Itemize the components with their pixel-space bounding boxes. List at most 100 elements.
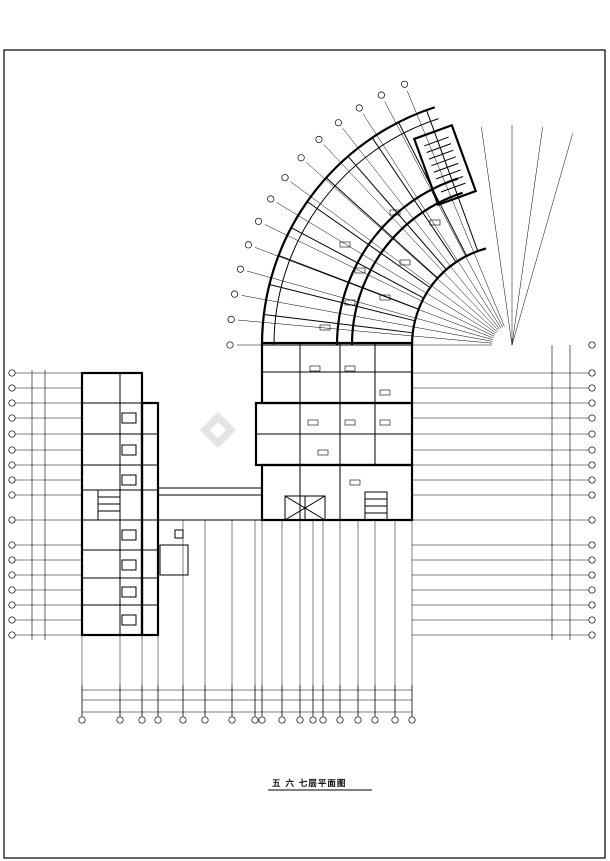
radial-partition xyxy=(371,137,457,263)
axis-bubble xyxy=(8,461,16,469)
room-tag xyxy=(317,449,329,456)
axis-bubble xyxy=(8,556,16,564)
radial-partition xyxy=(325,177,439,279)
axis-bubble xyxy=(588,461,596,469)
room-tag xyxy=(344,365,356,372)
room-tag xyxy=(319,324,331,331)
stair-tread xyxy=(431,156,457,167)
stair-tread xyxy=(426,143,452,154)
room-tag xyxy=(349,479,361,486)
axis-bubble xyxy=(138,716,146,724)
bathroom-box xyxy=(121,586,137,598)
stair-tread xyxy=(440,182,466,193)
axis-bubble xyxy=(588,476,596,484)
radial-axis-line xyxy=(264,224,495,337)
radial-axis-line xyxy=(406,90,505,327)
axis-bubble xyxy=(354,716,362,724)
stair-tread xyxy=(428,149,454,160)
axis-bubble xyxy=(179,716,187,724)
drawing-title: 五 六 七层平面图 xyxy=(272,778,346,789)
axis-bubble xyxy=(8,491,16,499)
axis-bubble xyxy=(588,571,596,579)
curved-wall xyxy=(410,247,487,346)
radial-axis-line xyxy=(511,133,573,346)
bathroom-box xyxy=(121,559,137,571)
axis-bubble xyxy=(355,104,363,112)
central-block xyxy=(254,341,414,522)
room-tag xyxy=(429,219,441,226)
axis-bubble xyxy=(78,716,86,724)
connector-corridor xyxy=(157,487,263,576)
axis-bubble xyxy=(319,716,327,724)
radial-partition xyxy=(278,254,419,310)
axis-bubble xyxy=(377,91,385,99)
curved-wall xyxy=(260,106,436,346)
axis-bubble xyxy=(588,414,596,422)
axis-bubble xyxy=(251,716,259,724)
radial-partition xyxy=(269,284,416,322)
left-dimension-column xyxy=(8,369,46,640)
curved-wall xyxy=(335,177,459,346)
radial-axis-line xyxy=(511,127,543,346)
horizontal-axis-lines xyxy=(14,372,595,636)
axis-bubble xyxy=(588,384,596,392)
axis-bubble xyxy=(8,414,16,422)
axis-bubble xyxy=(8,586,16,594)
radial-axis-line xyxy=(306,162,498,332)
axis-bubble xyxy=(297,154,305,162)
axis-bubble xyxy=(588,556,596,564)
left-block-rooms xyxy=(82,402,158,626)
watermark-logo xyxy=(200,412,236,448)
axis-bubble xyxy=(267,195,275,203)
radial-partition xyxy=(263,314,413,334)
axis-bubble xyxy=(116,716,124,724)
bathroom-box xyxy=(121,444,137,456)
axis-bubble xyxy=(588,516,596,524)
radial-axis-line xyxy=(247,270,493,340)
axis-bubble xyxy=(8,384,16,392)
axis-bubble xyxy=(588,631,596,639)
stair-tread xyxy=(438,176,464,186)
axis-bubble xyxy=(226,341,234,349)
room-tag xyxy=(344,419,356,426)
axis-bubble xyxy=(588,446,596,454)
axis-bubble xyxy=(588,341,596,349)
axis-bubble xyxy=(371,716,379,724)
stair-tread xyxy=(433,162,459,173)
radial-partition xyxy=(347,155,447,270)
radial-axis-line xyxy=(276,202,496,335)
room-labels xyxy=(307,209,441,486)
bathroom-box xyxy=(121,412,137,424)
axis-bubble xyxy=(254,217,263,225)
axis-bubble xyxy=(588,369,596,377)
axis-bubble xyxy=(8,631,16,639)
stair-enclosure xyxy=(412,123,478,207)
axis-bubble xyxy=(588,586,596,594)
room-tag xyxy=(379,419,391,426)
axis-bubble xyxy=(231,290,239,298)
room-tag xyxy=(309,365,321,372)
radial-axis-line xyxy=(481,127,513,346)
axis-bubble xyxy=(201,716,209,724)
axis-bubble xyxy=(334,119,342,127)
axis-bubble xyxy=(400,80,409,88)
axis-bubble xyxy=(336,716,344,724)
axis-bubble xyxy=(236,265,244,273)
axis-bubble xyxy=(8,616,16,624)
axis-bubble xyxy=(391,716,399,724)
axis-bubble xyxy=(588,430,596,438)
axis-bubble xyxy=(8,601,16,609)
radial-partition xyxy=(306,201,431,289)
axis-bubble xyxy=(408,716,416,724)
axis-bubble xyxy=(228,716,236,724)
axis-bubble xyxy=(281,174,289,182)
sheet-border xyxy=(3,49,606,859)
radial-partition xyxy=(291,227,424,299)
axis-bubble xyxy=(8,476,16,484)
right-dimension-column xyxy=(551,341,596,640)
room-tag xyxy=(344,299,356,306)
stair-tread xyxy=(424,136,449,147)
room-tag xyxy=(354,267,366,274)
radial-axis-line xyxy=(342,128,500,330)
bathroom-box xyxy=(121,529,137,541)
